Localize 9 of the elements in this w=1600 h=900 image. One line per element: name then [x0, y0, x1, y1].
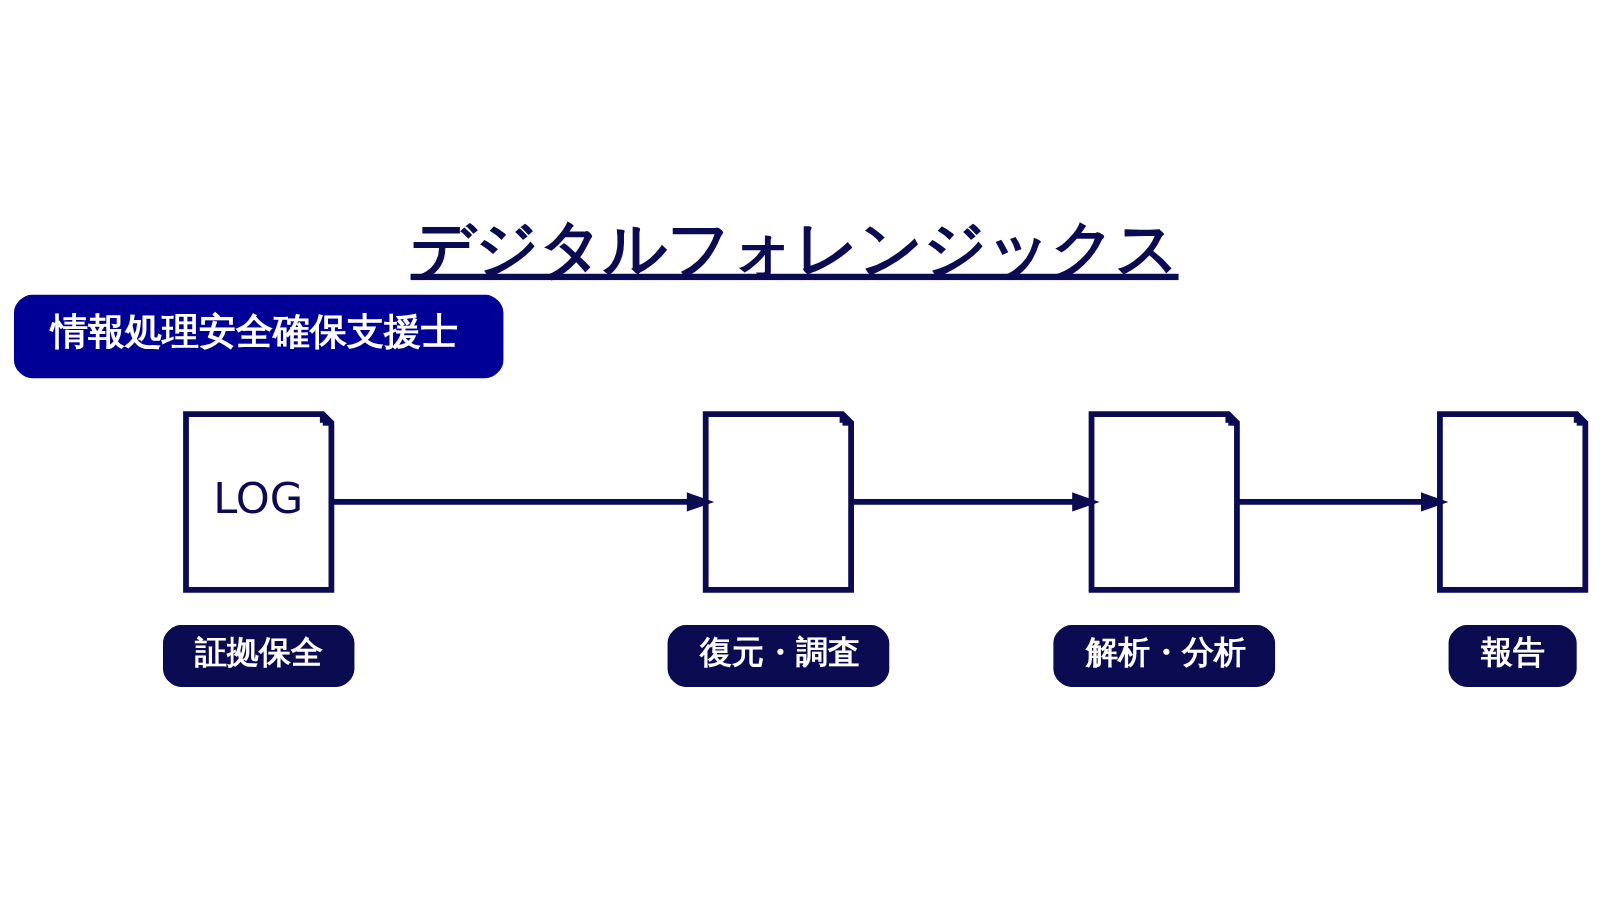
node-box: 情報処理安全確保支援士: [13, 294, 504, 378]
arrow: [1237, 491, 1449, 512]
diagram-title: デジタルフォレンジックス: [410, 210, 1179, 285]
arrow: [851, 491, 1100, 512]
node-box: 証拠保全: [162, 624, 355, 687]
arrow: [331, 491, 715, 512]
node-box: 復元・調査: [667, 624, 890, 687]
node-box: 解析・分析: [1053, 624, 1276, 687]
node-box: 報告: [1448, 624, 1577, 687]
